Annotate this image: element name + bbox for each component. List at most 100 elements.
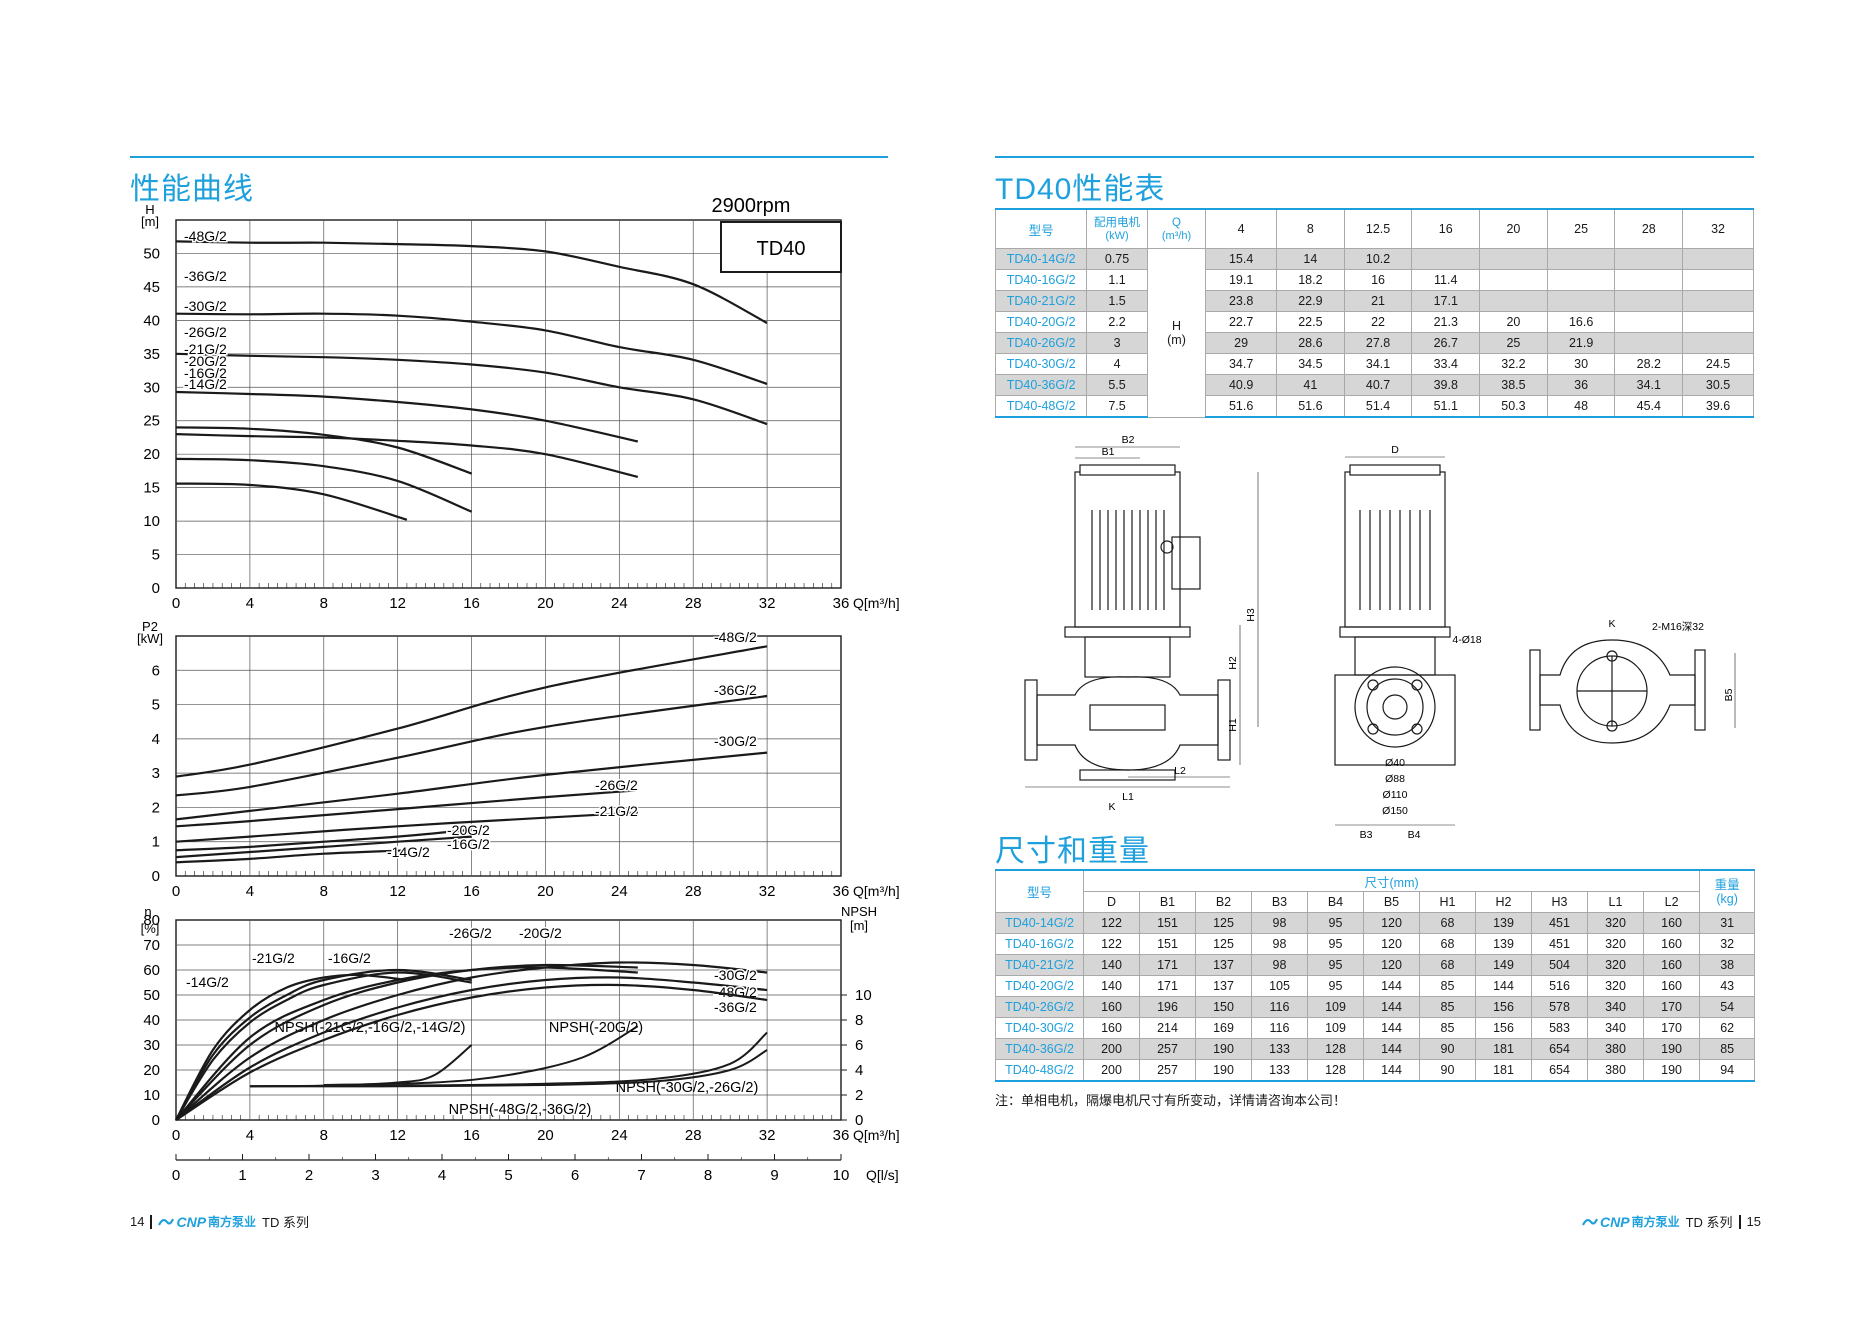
dim-cell-value: 151 [1139,912,1196,934]
y-tick-label: 60 [143,962,160,979]
dim-cell-value: 190 [1642,1059,1701,1082]
dim-cell-value: 144 [1363,1059,1420,1082]
series-curve [175,751,768,821]
dim-cell-value: 137 [1195,975,1252,997]
perf-flow-header: 28 [1614,208,1684,249]
series-label: -21G/2 [184,341,227,357]
dim-col-header: H3 [1531,891,1588,913]
perf-cell-head: 26.7 [1411,332,1481,354]
dim-h3: H3 [1245,608,1257,622]
perf-cell-head: 45.4 [1614,395,1684,418]
dim-cell-value: 170 [1642,1017,1701,1039]
p-axis-label: P2 [142,619,158,634]
dim-cell-weight: 62 [1699,1017,1756,1039]
x2-tick-label: 5 [504,1167,512,1184]
plot-frame [175,219,842,589]
perf-cell-head: 21.3 [1411,311,1481,333]
x-tick-label: 20 [537,595,554,612]
y2-tick-label: 10 [855,987,872,1004]
note-text: 注：单相电机，隔爆电机尺寸有所变动，详情请咨询本公司！ [995,1093,1347,1108]
perf-cell-head [1479,269,1548,291]
dim-cell-weight: 94 [1699,1059,1756,1082]
dim-cell-value: 654 [1531,1038,1588,1060]
y-tick-label: 50 [143,245,160,262]
perf-cell-head [1682,248,1754,270]
dim-b5: B5 [1723,688,1735,701]
dim-cell-value: 90 [1419,1038,1476,1060]
series-curve [175,240,768,324]
perf-flow-header: 25 [1546,208,1616,249]
dim-cell-value: 380 [1587,1038,1644,1060]
dim-cell-weight: 38 [1699,954,1756,976]
x-tick-label: 36 [833,883,850,900]
cnp-wave-icon [1582,1218,1599,1226]
dim-cell-value: 451 [1531,912,1588,934]
series-curve [175,811,638,843]
x2-tick-label: 2 [305,1167,313,1184]
perf-cell-head: 22.7 [1205,311,1278,333]
y-tick-label: 70 [143,937,160,954]
perf-cell-head: 25 [1479,332,1548,354]
series-label: -36G/2 [714,999,757,1015]
right-top-rule [995,156,1754,158]
series-label: -48G/2 [714,629,757,645]
perf-cell-head: 17.1 [1411,290,1481,312]
dim-cell-value: 95 [1307,954,1364,976]
dim-cell-model: TD40-26G/2 [995,996,1084,1018]
dim-cell-value: 181 [1475,1059,1532,1082]
x-tick-label: 36 [833,1127,850,1144]
perf-cell-head: 48 [1546,395,1616,418]
series-label: -20G/2 [184,353,227,369]
eta-axis-unit: [%] [141,921,160,936]
y-tick-label: 10 [143,1087,160,1104]
dim-cell-value: 85 [1419,1017,1476,1039]
left-page-number: 14 [130,1214,145,1229]
series-label: -36G/2 [184,268,227,284]
npsh-axis-unit: [m] [850,918,868,933]
dim-cell-value: 340 [1587,1017,1644,1039]
dim-cell-value: 120 [1363,954,1420,976]
x-tick-label: 8 [320,883,328,900]
x-tick-label: 24 [611,1127,628,1144]
h-axis-unit: [m] [141,214,159,229]
dim-cell-value: 200 [1083,1038,1140,1060]
left-footer: 14 CNP 南方泵业 TD 系列 [130,1212,309,1231]
dim-cell-value: 320 [1587,933,1644,955]
x-unit-label: Q[m³/h] [853,595,900,611]
x-tick-label: 32 [759,595,776,612]
x-tick-label: 16 [463,883,480,900]
dim-cell-value: 140 [1083,954,1140,976]
y-tick-label: 20 [143,446,160,463]
dim-cell-weight: 85 [1699,1038,1756,1060]
dim-cell-value: 139 [1475,912,1532,934]
perf-cell-head: 34.5 [1276,353,1345,375]
perf-cell-head [1614,311,1684,333]
series-name: TD 系列 [1685,1215,1733,1230]
x-tick-label: 16 [463,1127,480,1144]
dim-col-header: B2 [1195,891,1252,913]
perf-cell-head: 16.6 [1546,311,1616,333]
perf-cell-head: 21 [1343,290,1413,312]
perf-cell-head: 15.4 [1205,248,1278,270]
dim-cell-value: 68 [1419,954,1476,976]
y-tick-label: 6 [152,662,160,679]
dim-cell-value: 196 [1139,996,1196,1018]
y-tick-label: 1 [152,834,160,851]
dim-cell-value: 122 [1083,933,1140,955]
curves-title: 性能曲线 [130,173,254,206]
dim-cell-model: TD40-36G/2 [995,1038,1084,1060]
dim-cell-model: TD40-48G/2 [995,1059,1084,1082]
perf-cell-head: 34.1 [1343,353,1413,375]
perf-cell-head: 29 [1205,332,1278,354]
dim-col-header: L1 [1587,891,1644,913]
x2-tick-label: 0 [172,1167,180,1184]
x-tick-label: 4 [246,595,254,612]
series-curve [175,352,768,426]
